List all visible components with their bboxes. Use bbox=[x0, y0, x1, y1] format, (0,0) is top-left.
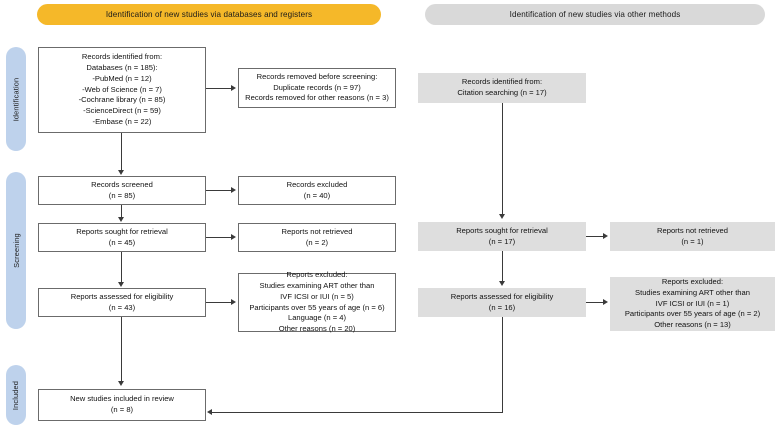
node-reports-excluded-other: Reports excluded:Studies examining ART o… bbox=[610, 277, 775, 331]
node-text-line: Reports not retrieved bbox=[657, 225, 728, 235]
node-text-line: Other reasons (n = 13) bbox=[654, 320, 731, 330]
node-text-line: (n = 43) bbox=[108, 302, 136, 312]
connector-assessed-other-to-included bbox=[212, 412, 503, 413]
arrowhead-assessed-to-included bbox=[118, 381, 124, 386]
node-text-line: Records removed before screening: bbox=[256, 71, 378, 81]
node-text-line: Studies examining ART other than bbox=[259, 280, 375, 290]
node-text-line: -Embase (n = 22) bbox=[92, 116, 152, 126]
node-reports-excluded: Reports excluded:Studies examining ART o… bbox=[238, 270, 396, 334]
arrowhead-assessed-to-reports-excluded bbox=[231, 298, 236, 305]
node-text-line: (n = 16) bbox=[488, 302, 516, 312]
connector-screened-to-excluded bbox=[206, 190, 232, 191]
connector-assessed-to-included bbox=[121, 317, 122, 381]
arrowhead-screened-to-sought bbox=[118, 217, 124, 222]
stage-label-included: Included bbox=[6, 365, 26, 425]
node-text-line: Citation searching (n = 17) bbox=[457, 88, 547, 97]
arrowhead-identified-to-removed bbox=[231, 84, 236, 91]
node-text-line: (n = 17) bbox=[488, 236, 516, 246]
node-reports-assessed-for-eligibility: Reports assessed for eligibility(n = 43) bbox=[38, 288, 206, 317]
node-text-line: Other reasons (n = 20) bbox=[278, 324, 356, 334]
node-text-line: -Web of Science (n = 7) bbox=[82, 84, 162, 94]
node-new-studies-included-in-review: New studies included in review(n = 8) bbox=[38, 389, 206, 421]
node-text-line: Participants over 55 years of age (n = 2… bbox=[624, 309, 761, 319]
node-text-line: Reports excluded: bbox=[661, 277, 724, 287]
connector-citation-to-sought-other bbox=[502, 103, 503, 214]
connector-identified-to-screened bbox=[121, 133, 122, 171]
node-text-line: Reports sought for retrieval bbox=[76, 226, 168, 236]
node-text-line: -PubMed (n = 12) bbox=[92, 73, 152, 83]
node-text-line: (n = 1) bbox=[681, 236, 704, 246]
node-text-line: New studies included in review bbox=[70, 394, 174, 404]
node-reports-not-retrieved-other: Reports not retrieved(n = 1) bbox=[610, 222, 775, 251]
node-text-line: Records removed for other reasons (n = 3… bbox=[245, 93, 389, 103]
node-text-line: Language (n = 4) bbox=[287, 313, 347, 323]
arrowhead-sought-to-assessed bbox=[118, 282, 124, 287]
connector-sought-to-not-retrieved bbox=[206, 237, 232, 238]
node-text-line: Reports assessed for eligibility bbox=[70, 291, 174, 301]
node-records-removed-before-screening: Records removed before screening:Duplica… bbox=[238, 68, 396, 108]
node-records-identified: Records identified from:Databases (n = 1… bbox=[38, 47, 206, 133]
node-text-line: Records identified from: bbox=[81, 52, 163, 62]
node-reports-sought-for-retrieval: Reports sought for retrieval(n = 45) bbox=[38, 223, 206, 252]
node-text-line: IVF ICSI or IUI (n = 1) bbox=[655, 298, 730, 308]
node-reports-sought-for-retrieval-other: Reports sought for retrieval(n = 17) bbox=[418, 222, 586, 251]
node-text-line: Participants over 55 years of age (n = 6… bbox=[249, 302, 385, 312]
node-text-line: (n = 45) bbox=[108, 237, 136, 247]
node-text-line: Duplicate records (n = 97) bbox=[273, 82, 361, 92]
stage-label-included-text: Included bbox=[11, 380, 21, 410]
connector-assessed-to-reports-excluded bbox=[206, 302, 232, 303]
banner-other-methods: Identification of new studies via other … bbox=[425, 4, 765, 25]
stage-label-identification-text: Identification bbox=[11, 77, 21, 121]
arrowhead-assessed-to-reports-excluded-other bbox=[603, 298, 608, 305]
arrowhead-identified-to-screened bbox=[118, 170, 124, 175]
connector-assessed-to-reports-excluded-other bbox=[586, 302, 604, 303]
node-text-line: -ScienceDirect (n = 59) bbox=[83, 106, 161, 116]
connector-screened-to-sought bbox=[121, 205, 122, 217]
node-text-line: Databases (n = 185): bbox=[86, 63, 158, 73]
connector-sought-to-not-retrieved-other bbox=[586, 236, 604, 237]
node-text-line: Studies examining ART other than bbox=[635, 287, 750, 297]
node-text-line: Records screened bbox=[91, 179, 153, 189]
stage-label-screening-text: Screening bbox=[11, 233, 21, 268]
connector-identified-to-removed bbox=[206, 88, 232, 89]
node-text-line: (n = 2) bbox=[305, 237, 329, 247]
connector-sought-to-assessed bbox=[121, 252, 122, 282]
node-reports-assessed-for-eligibility-other: Reports assessed for eligibility(n = 16) bbox=[418, 288, 586, 317]
arrowhead-assessed-other-to-included bbox=[207, 408, 212, 415]
connector-sought-to-assessed-other bbox=[502, 251, 503, 281]
node-text-line: -Cochrane library (n = 85) bbox=[78, 95, 166, 105]
node-text-line: (n = 8) bbox=[110, 405, 134, 414]
node-records-screened: Records screened(n = 85) bbox=[38, 176, 206, 205]
connector-assessed-other-down bbox=[502, 317, 503, 412]
node-text-line: IVF ICSI or IUI (n = 5) bbox=[280, 291, 354, 301]
node-text-line: Reports not retrieved bbox=[281, 226, 353, 236]
node-text-line: Records identified from: bbox=[461, 77, 543, 87]
node-text-line: Records excluded bbox=[286, 179, 348, 189]
arrowhead-screened-to-excluded bbox=[231, 186, 236, 193]
node-text-line: Reports assessed for eligibility bbox=[450, 291, 554, 301]
arrowhead-sought-to-not-retrieved bbox=[231, 233, 236, 240]
arrowhead-sought-to-assessed-other bbox=[499, 281, 505, 286]
stage-label-screening: Screening bbox=[6, 172, 26, 329]
node-records-identified-citation-searching: Records identified from:Citation searchi… bbox=[418, 73, 586, 103]
arrowhead-citation-to-sought-other bbox=[499, 214, 505, 219]
stage-label-identification: Identification bbox=[6, 47, 26, 151]
banner-databases-and-registers: Identification of new studies via databa… bbox=[37, 4, 381, 25]
node-reports-not-retrieved: Reports not retrieved(n = 2) bbox=[238, 223, 396, 252]
node-text-line: Reports sought for retrieval bbox=[456, 225, 548, 235]
node-text-line: (n = 85) bbox=[108, 190, 136, 200]
node-records-excluded: Records excluded(n = 40) bbox=[238, 176, 396, 205]
node-text-line: (n = 40) bbox=[303, 190, 331, 200]
node-text-line: Reports excluded: bbox=[286, 270, 348, 280]
arrowhead-sought-to-not-retrieved-other bbox=[603, 232, 608, 239]
